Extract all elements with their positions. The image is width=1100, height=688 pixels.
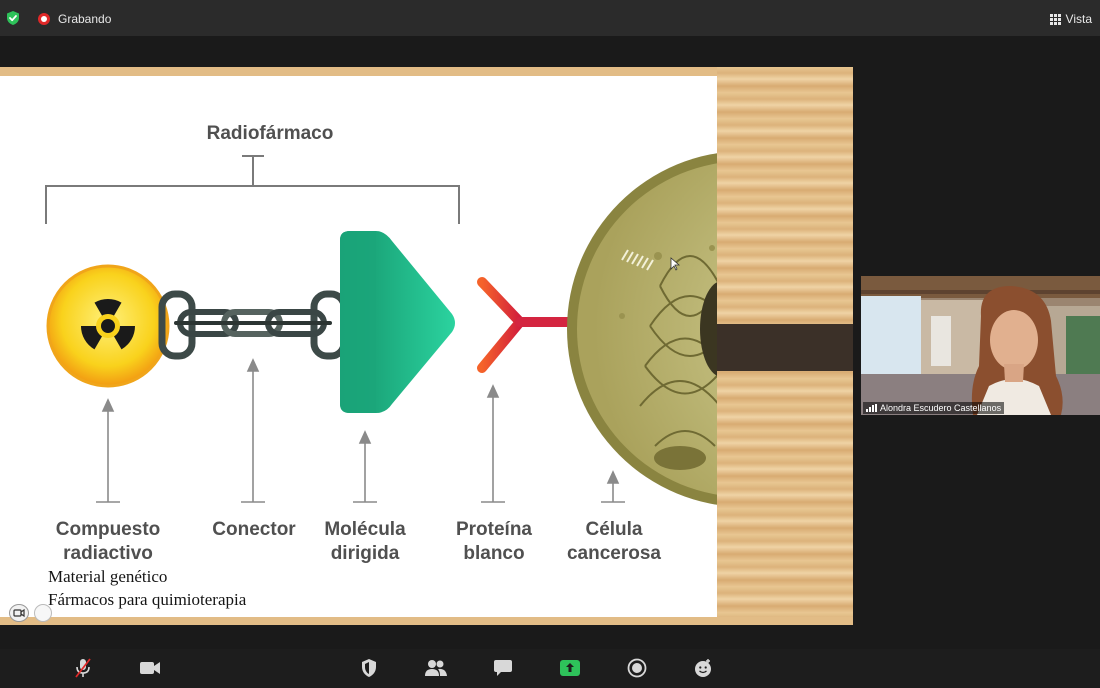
- chat-icon: [494, 660, 512, 676]
- label-target-protein: Proteína blanco: [455, 519, 533, 564]
- note-chemotherapy-drugs: Fármacos para quimioterapia: [48, 590, 247, 609]
- label-cancer-cell: Célula cancerosa: [566, 519, 661, 564]
- cancer-cell: [567, 153, 717, 505]
- camera-icon: [140, 662, 160, 674]
- label-radioactive-compound: Compuesto radiactivo: [55, 519, 161, 564]
- target-protein: [477, 277, 579, 373]
- slide-title: Radiofármaco: [206, 123, 334, 144]
- participant-name: Alondra Escudero Castellanos: [880, 403, 1002, 413]
- bracket: [45, 155, 460, 224]
- share-screen-icon: [560, 660, 580, 676]
- mic-muted-button[interactable]: [71, 657, 95, 679]
- grid-icon: [1049, 13, 1061, 25]
- view-label: Vista: [1065, 12, 1092, 26]
- security-icon: [362, 659, 376, 677]
- signal-strength-icon: [866, 404, 877, 412]
- presentation-slide: Radiofármaco Compuesto radiactivo Conect…: [0, 76, 717, 617]
- wood-background: [0, 67, 853, 76]
- shared-screen: Radiofármaco Compuesto radiactivo Conect…: [0, 67, 853, 625]
- note-genetic-material: Material genético: [48, 567, 168, 586]
- security-button[interactable]: [357, 657, 381, 679]
- recording-label[interactable]: Grabando: [58, 12, 112, 26]
- label-arrows: [96, 358, 625, 503]
- label-connector: Conector: [212, 519, 296, 540]
- dark-band: [717, 324, 853, 371]
- label-targeting-molecule: Molécula dirigida: [324, 519, 406, 564]
- meeting-toolbar: [0, 649, 1100, 688]
- radiopharmaceutical-diagram: [45, 153, 717, 505]
- share-screen-button[interactable]: [558, 657, 582, 679]
- video-camera-icon[interactable]: [9, 604, 29, 622]
- mic-muted-icon: [75, 658, 91, 678]
- reactions-icon: [695, 659, 711, 677]
- mouse-cursor: [670, 257, 681, 271]
- recording-icon: [38, 13, 50, 25]
- radiation-icon: [46, 264, 170, 388]
- participants-icon: [425, 660, 447, 676]
- camera-button[interactable]: [138, 657, 162, 679]
- wood-background: [0, 617, 853, 625]
- record-button[interactable]: [625, 657, 649, 679]
- reactions-button[interactable]: [691, 657, 715, 679]
- top-bar: Grabando Vista: [0, 0, 1100, 36]
- participant-video[interactable]: Alondra Escudero Castellanos: [861, 276, 1100, 415]
- shield-check-icon[interactable]: [5, 10, 21, 26]
- participant-name-tag: Alondra Escudero Castellanos: [863, 402, 1005, 414]
- participant-video-frame: [861, 276, 1100, 415]
- participants-button[interactable]: [424, 657, 448, 679]
- view-button[interactable]: Vista: [1049, 11, 1092, 27]
- share-control-icon[interactable]: [34, 604, 52, 622]
- chain-icon: [158, 290, 348, 360]
- record-icon: [627, 658, 647, 678]
- chat-button[interactable]: [491, 657, 515, 679]
